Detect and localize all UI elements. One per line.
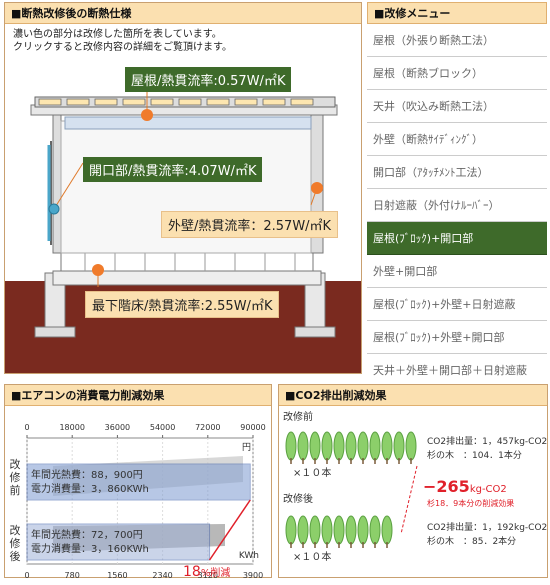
ac-after-label: 改	[10, 523, 21, 537]
co2-before-emission: CO2排出量：1，457kg-CO2	[427, 435, 547, 447]
menu-item-0[interactable]: 屋根（外張り断熱工法）	[367, 24, 547, 57]
co2-after-emission: CO2排出量：1，192kg-CO2	[427, 521, 547, 533]
menu-item-2[interactable]: 天井（吹込み断熱工法）	[367, 90, 547, 123]
menu-item-8[interactable]: 屋根(ﾌﾞﾛｯｸ)+外壁+日射遮蔽	[367, 288, 547, 321]
tree-icon	[345, 431, 357, 464]
tree-icon	[357, 515, 369, 548]
tree-icon	[321, 431, 333, 464]
ac-bottom-tick: 0	[24, 571, 29, 580]
roof-marker[interactable]	[141, 109, 153, 121]
ac-chart: 0 0 18000 780 36000 1560 54000 2340 72000 3120 900…	[10, 423, 266, 580]
ac-top-tick: 36000	[105, 423, 130, 432]
foundation-left-footing	[34, 326, 76, 338]
tree-icon	[357, 431, 369, 464]
ac-bottom-tick: 2340	[152, 571, 172, 580]
insulation-spec-panel: ■断熱改修後の断熱仕様 濃い色の部分は改修した箇所を表しています。 クリックする…	[4, 2, 362, 374]
exterior-wall-left	[52, 112, 62, 254]
wall-marker[interactable]	[311, 182, 323, 194]
tree-icon	[345, 515, 357, 548]
menu-item-5[interactable]: 日射遮蔽（外付けﾙｰﾊﾞｰ）	[367, 189, 547, 222]
tree-icon	[321, 515, 333, 548]
foundation-right-footing	[294, 326, 336, 338]
ac-bottom-tick: 1560	[107, 571, 127, 580]
tree-icon	[297, 431, 309, 464]
tree-icon	[381, 515, 393, 548]
co2-delta-note: 杉18．9本分の削減効果	[427, 498, 514, 508]
tree-icon	[285, 431, 297, 464]
tree-icon	[285, 515, 297, 548]
tree-icon	[369, 431, 381, 464]
building-section-drawing[interactable]	[5, 45, 361, 373]
floor-marker[interactable]	[92, 264, 104, 276]
ac-before-cost: 年間光熱費：88，900円	[31, 468, 143, 481]
wall-callout[interactable]: 外壁/熱貫流率：2.57W/㎡K	[161, 211, 339, 238]
intro-line-2: クリックすると改修内容の詳細をご覧頂けます。	[13, 42, 232, 53]
ac-after-label: 後	[10, 549, 21, 563]
renovation-menu: ■改修メニュー 屋根（外張り断熱工法）屋根（断熱ブロック）天井（吹込み断熱工法）…	[367, 2, 547, 387]
co2-tree-count-after: ×１０本	[293, 550, 331, 563]
floor-callout[interactable]: 最下階床/熱貫流率:2.55W/㎡K	[85, 291, 280, 318]
co2-after-trees: 杉の木 ：85．2本分	[427, 535, 516, 547]
co2-delta-line	[400, 465, 418, 535]
co2-panel-title: ■CO2排出削減効果	[279, 385, 547, 406]
ac-before-label: 修	[10, 470, 21, 484]
ceiling	[64, 116, 312, 130]
ac-after-cost: 年間光熱費：72，700円	[31, 528, 143, 541]
ac-reduction-line	[208, 499, 251, 561]
spec-intro: 濃い色の部分は改修した箇所を表しています。 クリックすると改修内容の詳細をご覧頂…	[5, 24, 361, 58]
co2-tree-count-before: ×１０本	[293, 466, 331, 479]
tree-icon	[381, 431, 393, 464]
opening-marker[interactable]	[48, 203, 60, 215]
ac-reduction-label: 18%削減	[183, 564, 230, 580]
tree-icon	[309, 431, 321, 464]
ac-before-bar	[26, 463, 251, 501]
ac-top-tick: 18000	[59, 423, 84, 432]
menu-item-9[interactable]: 屋根(ﾌﾞﾛｯｸ)+外壁+開口部	[367, 321, 547, 354]
menu-item-7[interactable]: 外壁+開口部	[367, 255, 547, 288]
tree-icon	[405, 431, 417, 464]
tree-icon	[393, 431, 405, 464]
ac-before-label: 前	[10, 483, 21, 497]
ac-top-tick: 90000	[240, 423, 265, 432]
tree-icon	[369, 515, 381, 548]
tree-icon	[333, 515, 345, 548]
ac-bottom-tick: 3900	[243, 571, 263, 580]
spec-panel-title: ■断熱改修後の断熱仕様	[5, 3, 361, 24]
ac-panel-title: ■エアコンの消費電力削減効果	[5, 385, 271, 406]
opening-callout[interactable]: 開口部/熱貫流率:4.07W/㎡K	[83, 157, 263, 182]
ac-bottom-tick: 780	[65, 571, 80, 580]
ac-after-label: 修	[10, 536, 21, 550]
ac-top-tick: 54000	[150, 423, 175, 432]
ac-top-unit: 円	[242, 442, 251, 453]
tree-icon	[309, 515, 321, 548]
menu-title: ■改修メニュー	[367, 2, 547, 24]
menu-item-10[interactable]: 天井＋外壁＋開口部＋日射遮蔽	[367, 354, 547, 387]
menu-item-6[interactable]: 屋根(ﾌﾞﾛｯｸ)+開口部	[367, 222, 547, 255]
tree-icon	[297, 515, 309, 548]
ac-before-label: 改	[10, 457, 21, 471]
tree-icon	[333, 431, 345, 464]
menu-item-1[interactable]: 屋根（断熱ブロック）	[367, 57, 547, 90]
co2-delta: −265kg-CO2	[423, 477, 507, 496]
ac-before-power: 電力消費量：3，860KWh	[31, 482, 149, 495]
co2-before-label: 改修前	[283, 410, 313, 423]
ac-bottom-tick: 3120	[198, 571, 218, 580]
menu-item-4[interactable]: 開口部（ｱﾀｯﾁﾒﾝﾄ工法）	[367, 156, 547, 189]
ac-top-tick: 0	[24, 423, 29, 432]
ac-after-bar	[26, 523, 211, 561]
ac-bottom-unit: KWh	[239, 551, 259, 561]
ac-after-power: 電力消費量：3，160KWh	[31, 542, 149, 555]
ac-power-panel: ■エアコンの消費電力削減効果 0 0 18000 780 36000 1560 54000 2…	[4, 384, 272, 580]
roof-callout[interactable]: 屋根/熱貫流率:0.57W/㎡K	[125, 67, 292, 92]
co2-after-label: 改修後	[283, 492, 313, 505]
menu-list: 屋根（外張り断熱工法）屋根（断熱ブロック）天井（吹込み断熱工法）外壁（断熱ｻｲﾃ…	[367, 24, 547, 387]
ac-top-tick: 72000	[195, 423, 220, 432]
co2-before-trees: 杉の木 ：104．1本分	[427, 449, 522, 461]
intro-line-1: 濃い色の部分は改修した箇所を表しています。	[13, 29, 222, 40]
menu-item-3[interactable]: 外壁（断熱ｻｲﾃﾞｨﾝｸﾞ）	[367, 123, 547, 156]
